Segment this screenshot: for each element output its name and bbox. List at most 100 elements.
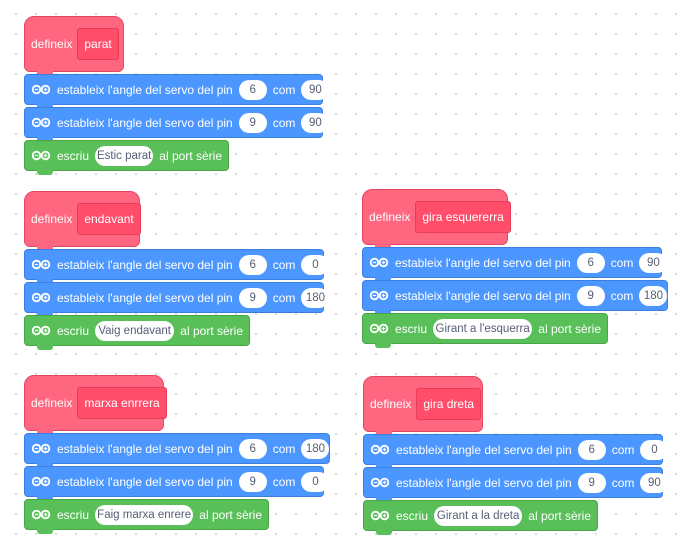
- angle-input[interactable]: 90: [639, 252, 668, 273]
- angle-input[interactable]: 180: [639, 285, 668, 306]
- angle-input[interactable]: 0: [301, 254, 330, 275]
- serial-write-block[interactable]: escriu Girant a la dreta al port sèrie: [363, 500, 598, 535]
- procedure-gira-dreta[interactable]: defineix gira dreta estableix l'angle de…: [363, 376, 669, 535]
- set-servo-angle-block[interactable]: estableix l'angle del servo del pin 6 co…: [24, 433, 330, 468]
- set-servo-angle-block[interactable]: estableix l'angle del servo del pin 6 co…: [24, 249, 330, 284]
- as-label: com: [610, 288, 634, 303]
- pin-input[interactable]: 6: [576, 252, 605, 273]
- set-servo-label: estableix l'angle del servo del pin: [395, 288, 571, 303]
- arduino-infinity-icon: [31, 509, 51, 520]
- define-block[interactable]: defineix gira dreta: [363, 376, 483, 436]
- procedure-name[interactable]: parat: [77, 28, 119, 60]
- set-servo-label: estableix l'angle del servo del pin: [57, 474, 233, 489]
- angle-input[interactable]: 0: [301, 471, 330, 492]
- serial-port-label: al port sèrie: [159, 148, 222, 163]
- set-servo-label: estableix l'angle del servo del pin: [57, 115, 233, 130]
- message-input[interactable]: Vaig endavant: [95, 320, 175, 341]
- arduino-infinity-icon: [31, 325, 51, 336]
- serial-write-block[interactable]: escriu Girant a l'esquerra al port sèrie: [362, 313, 608, 348]
- pin-input[interactable]: 9: [576, 285, 605, 306]
- procedure-name[interactable]: gira esquererra: [415, 201, 511, 233]
- message-input[interactable]: Faig marxa enrere: [95, 504, 194, 525]
- procedure-endavant[interactable]: defineix endavant estableix l'angle del …: [24, 191, 330, 350]
- write-label: escriu: [395, 321, 428, 336]
- arduino-infinity-icon: [31, 150, 51, 161]
- define-block[interactable]: defineix marxa enrrera: [24, 375, 167, 435]
- serial-port-label: al port sèrie: [538, 321, 601, 336]
- procedure-name[interactable]: endavant: [77, 203, 141, 235]
- arduino-infinity-icon: [369, 323, 389, 334]
- as-label: com: [610, 255, 634, 270]
- angle-input[interactable]: 90: [301, 79, 330, 100]
- arduino-infinity-icon: [369, 257, 389, 268]
- arduino-infinity-icon: [370, 444, 390, 455]
- message-input[interactable]: Estic parat: [95, 145, 154, 166]
- define-label: defineix: [370, 397, 412, 411]
- pin-input[interactable]: 9: [238, 287, 267, 308]
- pin-input[interactable]: 9: [238, 112, 267, 133]
- arduino-infinity-icon: [31, 476, 51, 487]
- set-servo-angle-block[interactable]: estableix l'angle del servo del pin 6 co…: [24, 74, 330, 109]
- define-label: defineix: [31, 396, 73, 410]
- pin-input[interactable]: 6: [238, 254, 267, 275]
- message-input[interactable]: Girant a l'esquerra: [433, 318, 533, 339]
- set-servo-angle-block[interactable]: estableix l'angle del servo del pin 9 co…: [24, 107, 330, 142]
- write-label: escriu: [57, 507, 90, 522]
- message-input[interactable]: Girant a la dreta: [434, 505, 523, 526]
- angle-input[interactable]: 0: [640, 439, 669, 460]
- set-servo-label: estableix l'angle del servo del pin: [57, 82, 233, 97]
- arduino-infinity-icon: [370, 477, 390, 488]
- serial-write-block[interactable]: escriu Vaig endavant al port sèrie: [24, 315, 250, 350]
- set-servo-angle-block[interactable]: estableix l'angle del servo del pin 9 co…: [362, 280, 668, 315]
- as-label: com: [272, 290, 296, 305]
- set-servo-label: estableix l'angle del servo del pin: [57, 441, 233, 456]
- serial-port-label: al port sèrie: [180, 323, 243, 338]
- as-label: com: [611, 475, 635, 490]
- pin-input[interactable]: 6: [577, 439, 606, 460]
- set-servo-angle-block[interactable]: estableix l'angle del servo del pin 6 co…: [363, 434, 669, 469]
- as-label: com: [272, 474, 296, 489]
- procedure-parat[interactable]: defineix parat estableix l'angle del ser…: [24, 16, 330, 175]
- write-label: escriu: [396, 508, 429, 523]
- as-label: com: [611, 442, 635, 457]
- set-servo-label: estableix l'angle del servo del pin: [57, 290, 233, 305]
- pin-input[interactable]: 9: [238, 471, 267, 492]
- as-label: com: [272, 115, 296, 130]
- set-servo-angle-block[interactable]: estableix l'angle del servo del pin 9 co…: [24, 466, 330, 501]
- serial-port-label: al port sèrie: [199, 507, 262, 522]
- set-servo-angle-block[interactable]: estableix l'angle del servo del pin 6 co…: [362, 247, 668, 282]
- set-servo-angle-block[interactable]: estableix l'angle del servo del pin 9 co…: [24, 282, 330, 317]
- arduino-infinity-icon: [369, 290, 389, 301]
- serial-port-label: al port sèrie: [528, 508, 591, 523]
- set-servo-label: estableix l'angle del servo del pin: [395, 255, 571, 270]
- define-block[interactable]: defineix gira esquererra: [362, 189, 511, 249]
- arduino-infinity-icon: [370, 510, 390, 521]
- as-label: com: [272, 82, 296, 97]
- set-servo-label: estableix l'angle del servo del pin: [396, 475, 572, 490]
- serial-write-block[interactable]: escriu Estic parat al port sèrie: [24, 140, 229, 175]
- set-servo-angle-block[interactable]: estableix l'angle del servo del pin 9 co…: [363, 467, 669, 502]
- angle-input[interactable]: 90: [640, 472, 669, 493]
- define-label: defineix: [369, 210, 411, 224]
- arduino-infinity-icon: [31, 117, 51, 128]
- procedure-marxa-enrrera[interactable]: defineix marxa enrrera estableix l'angle…: [24, 375, 330, 534]
- angle-input[interactable]: 90: [301, 112, 330, 133]
- pin-input[interactable]: 6: [238, 438, 267, 459]
- define-block[interactable]: defineix endavant: [24, 191, 141, 251]
- serial-write-block[interactable]: escriu Faig marxa enrere al port sèrie: [24, 499, 269, 534]
- arduino-infinity-icon: [31, 443, 51, 454]
- procedure-name[interactable]: marxa enrrera: [77, 387, 167, 419]
- write-label: escriu: [57, 148, 90, 163]
- pin-input[interactable]: 6: [238, 79, 267, 100]
- define-block[interactable]: defineix parat: [24, 16, 124, 76]
- set-servo-label: estableix l'angle del servo del pin: [396, 442, 572, 457]
- as-label: com: [272, 257, 296, 272]
- procedure-gira-esquererra[interactable]: defineix gira esquererra estableix l'ang…: [362, 189, 668, 348]
- angle-input[interactable]: 180: [301, 438, 330, 459]
- define-label: defineix: [31, 37, 73, 51]
- define-label: defineix: [31, 212, 73, 226]
- pin-input[interactable]: 9: [577, 472, 606, 493]
- angle-input[interactable]: 180: [301, 287, 330, 308]
- procedure-name[interactable]: gira dreta: [416, 388, 482, 420]
- as-label: com: [272, 441, 296, 456]
